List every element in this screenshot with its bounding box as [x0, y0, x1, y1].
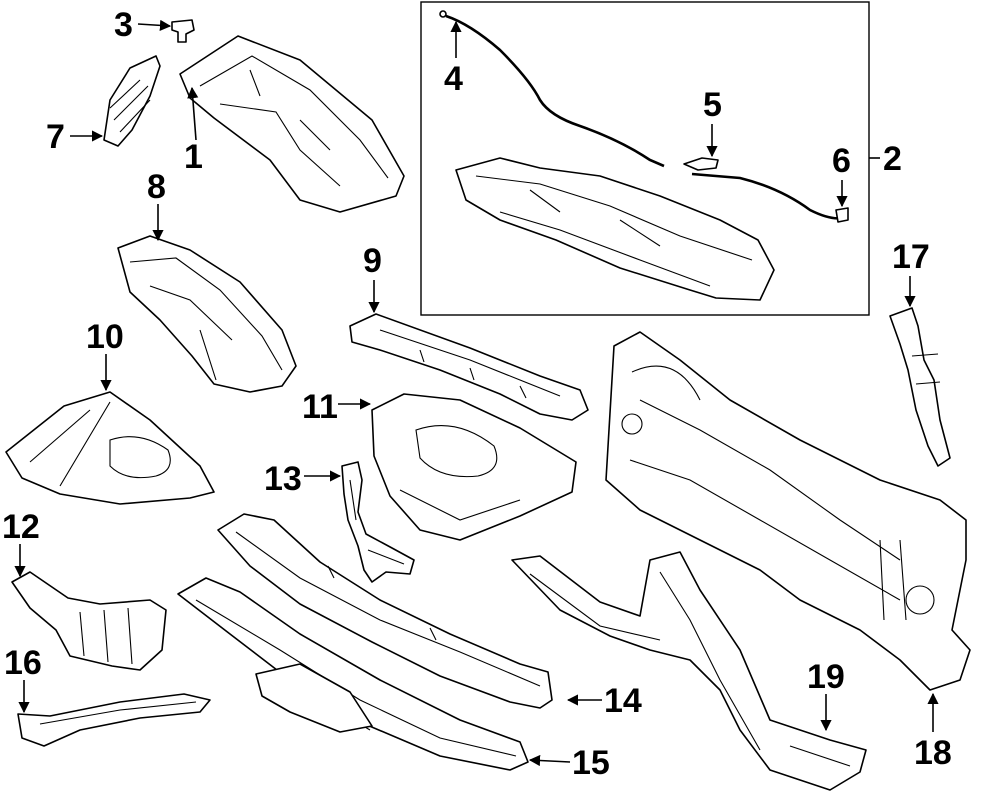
callout-label-7: 7: [46, 118, 65, 156]
callout-label-8: 8: [147, 168, 166, 206]
part-13-bracket: [341, 461, 415, 583]
part-10-insulator: [5, 391, 215, 505]
part-5-hose: [683, 157, 719, 171]
callout-label-14: 14: [604, 682, 642, 720]
part-2-cowl-assembly: [455, 157, 775, 301]
callout-label-16: 16: [4, 644, 42, 682]
callout-label-6: 6: [832, 142, 851, 180]
part-12-bracket: [11, 571, 167, 671]
callout-13: 13: [264, 460, 342, 498]
callout-1: 1: [184, 86, 203, 176]
part-14-reinforcement: [217, 513, 553, 709]
callout-label-5: 5: [703, 86, 722, 124]
callout-label-1: 1: [184, 138, 203, 176]
callout-label-2: 2: [883, 140, 902, 178]
callout-17: 17: [892, 238, 930, 308]
callout-2: 2: [883, 140, 902, 178]
part-11-insulator: [371, 393, 577, 541]
callout-label-10: 10: [86, 318, 124, 356]
callout-14: 14: [566, 682, 642, 720]
callout-5: 5: [703, 86, 722, 158]
callout-label-13: 13: [264, 460, 302, 498]
callout-label-18: 18: [914, 734, 952, 772]
part-3-clip: [171, 19, 195, 43]
callout-4: 4: [444, 20, 463, 98]
callout-label-3: 3: [114, 6, 133, 44]
callout-11: 11: [302, 388, 372, 426]
part-16-strip: [17, 693, 211, 747]
callout-15: 15: [528, 744, 610, 782]
callout-16: 16: [4, 644, 42, 714]
part-7-seal: [103, 55, 161, 147]
callout-19: 19: [807, 658, 845, 732]
callout-label-15: 15: [572, 744, 610, 782]
callout-label-17: 17: [892, 238, 930, 276]
callout-label-11: 11: [302, 388, 338, 426]
callout-7: 7: [46, 118, 104, 156]
callout-12: 12: [2, 508, 40, 578]
callout-18: 18: [914, 692, 952, 772]
callout-label-12: 12: [2, 508, 40, 546]
callout-label-19: 19: [807, 658, 845, 696]
part-19-member: [511, 551, 867, 791]
callout-label-9: 9: [363, 242, 382, 280]
callout-6: 6: [832, 142, 851, 208]
part-4-cable: [439, 10, 665, 168]
callout-9: 9: [363, 242, 382, 314]
callout-3: 3: [114, 6, 172, 44]
part-9-brace: [349, 313, 589, 421]
part-15-cowl-lower: [177, 577, 529, 771]
callout-10: 10: [86, 318, 124, 392]
part-8-cowl-inner: [117, 235, 297, 393]
callout-label-4: 4: [444, 60, 463, 98]
part-17-drain: [889, 307, 951, 467]
part-1-cowl-panel: [179, 35, 405, 213]
part-6-hose: [691, 172, 849, 223]
callout-8: 8: [147, 168, 166, 242]
part-18-dash-panel: [605, 331, 971, 691]
